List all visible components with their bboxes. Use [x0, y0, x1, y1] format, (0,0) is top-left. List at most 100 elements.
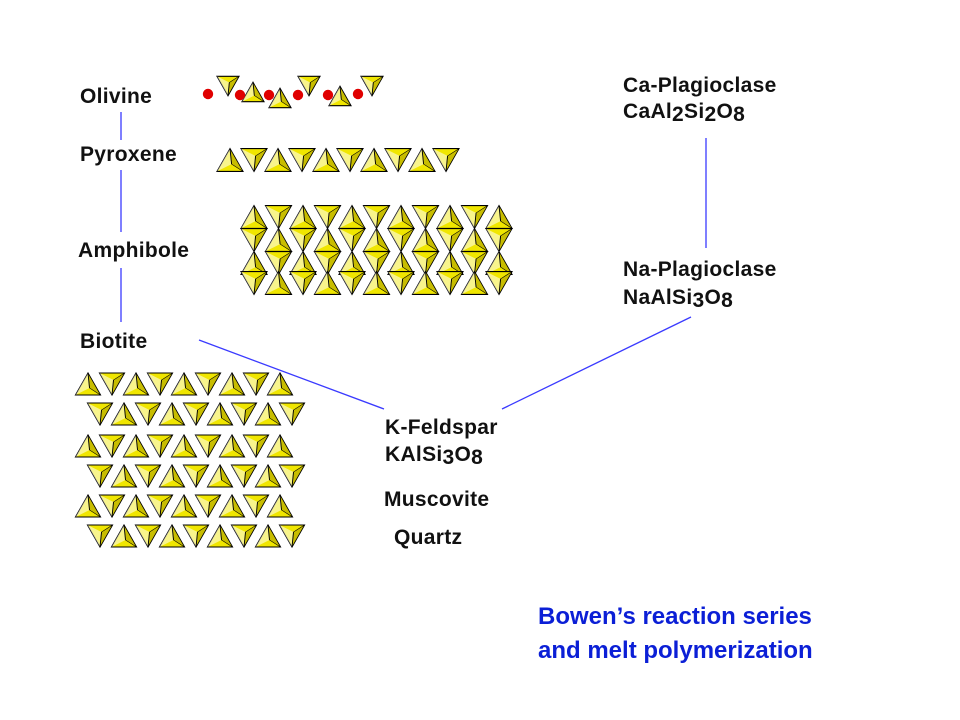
sio4-tetrahedron — [289, 271, 317, 296]
sio4-tetrahedron — [194, 434, 222, 459]
sio4-tetrahedron — [264, 227, 293, 252]
sio4-tetrahedron — [360, 75, 384, 97]
sio4-tetrahedron — [432, 148, 460, 173]
sio4-tetrahedron — [338, 204, 366, 229]
sio4-tetrahedron — [411, 270, 440, 295]
sio4-tetrahedron — [289, 228, 317, 253]
sio4-tetrahedron — [110, 463, 138, 488]
sio4-tetrahedron — [387, 204, 415, 229]
sio4-tetrahedron — [460, 270, 489, 295]
sio4-tetrahedron — [206, 523, 234, 548]
sio4-tetrahedron — [266, 371, 294, 396]
sio4-tetrahedron — [264, 251, 293, 276]
sio4-tetrahedron — [362, 251, 391, 276]
sio4-tetrahedron — [387, 250, 415, 275]
cation-circle — [292, 89, 304, 101]
sio4-tetrahedron — [411, 227, 440, 252]
sio4-tetrahedron — [242, 434, 270, 459]
sio4-tetrahedron — [254, 523, 282, 548]
sio4-tetrahedron — [122, 493, 150, 518]
sio4-tetrahedron — [110, 401, 138, 426]
sio4-tetrahedron — [278, 402, 306, 427]
sio4-tetrahedron — [387, 228, 415, 253]
sio4-tetrahedron — [436, 271, 464, 296]
sio4-tetrahedron — [408, 147, 436, 172]
sio4-tetrahedron — [460, 227, 489, 252]
sio4-tetrahedron — [74, 433, 102, 458]
sio4-tetrahedron — [158, 463, 186, 488]
sio4-tetrahedron — [240, 271, 268, 296]
sio4-tetrahedron — [241, 81, 265, 103]
sio4-tetrahedron — [362, 205, 391, 230]
connector-line-4 — [198, 339, 385, 410]
sio4-tetrahedron — [170, 371, 198, 396]
sio4-tetrahedron — [362, 270, 391, 295]
sio4-tetrahedron — [134, 524, 162, 549]
sio4-tetrahedron — [230, 402, 258, 427]
sio4-tetrahedron — [288, 148, 316, 173]
sio4-tetrahedron — [194, 372, 222, 397]
k-feldspar-formula: KAlSi3O8 — [385, 443, 484, 469]
biotite-sheet-silicate — [74, 371, 306, 549]
pyroxene-single-chain — [216, 147, 460, 173]
olivine-isolated-tetrahedra — [202, 75, 384, 109]
sio4-tetrahedron — [460, 251, 489, 276]
sio4-tetrahedron — [230, 464, 258, 489]
sio4-tetrahedron — [254, 401, 282, 426]
na-plagioclase-formula: NaAlSi3O8 — [623, 286, 734, 312]
sio4-tetrahedron — [387, 271, 415, 296]
sio4-tetrahedron — [158, 523, 186, 548]
sio4-tetrahedron — [278, 464, 306, 489]
sio4-tetrahedron — [240, 228, 268, 253]
sio4-tetrahedron — [206, 401, 234, 426]
sio4-tetrahedron — [216, 147, 244, 172]
sio4-tetrahedron — [411, 251, 440, 276]
sio4-tetrahedron — [264, 205, 293, 230]
ca-plagioclase-label: Ca-Plagioclase — [623, 74, 777, 97]
sio4-tetrahedron — [312, 147, 340, 172]
caption: Bowen’s reaction series and melt polymer… — [538, 600, 813, 668]
sio4-tetrahedron — [338, 250, 366, 275]
sio4-tetrahedron — [98, 494, 126, 519]
sio4-tetrahedron — [436, 204, 464, 229]
sio4-tetrahedron — [216, 75, 240, 97]
ca-plagioclase-formula: CaAl2Si2O8 — [623, 100, 746, 126]
cation-circle — [322, 89, 334, 101]
sio4-tetrahedron — [230, 524, 258, 549]
sio4-tetrahedron — [336, 148, 364, 173]
sio4-tetrahedron — [240, 148, 268, 173]
muscovite-label: Muscovite — [384, 488, 490, 511]
na-plagioclase-label: Na-Plagioclase — [623, 258, 777, 281]
sio4-tetrahedron — [297, 75, 321, 97]
sio4-tetrahedron — [194, 494, 222, 519]
sio4-tetrahedron — [158, 401, 186, 426]
cation-circle — [263, 89, 275, 101]
amphibole-label: Amphibole — [78, 239, 190, 262]
sio4-tetrahedron — [436, 228, 464, 253]
sio4-tetrahedron — [86, 464, 114, 489]
quartz-label: Quartz — [394, 526, 463, 549]
k-feldspar-label: K-Feldspar — [385, 416, 498, 439]
cation-circle — [234, 89, 246, 101]
sio4-tetrahedron — [218, 433, 246, 458]
sio4-tetrahedron — [485, 250, 513, 275]
sio4-tetrahedron — [313, 227, 342, 252]
pyroxene-label: Pyroxene — [80, 143, 177, 166]
sio4-tetrahedron — [436, 250, 464, 275]
connector-line-6 — [501, 316, 692, 410]
sio4-tetrahedron — [485, 204, 513, 229]
sio4-tetrahedron — [338, 228, 366, 253]
series-connectors — [120, 112, 707, 410]
sio4-tetrahedron — [146, 372, 174, 397]
sio4-tetrahedron — [86, 524, 114, 549]
sio4-tetrahedron — [110, 523, 138, 548]
sio4-tetrahedron — [411, 205, 440, 230]
sio4-tetrahedron — [313, 205, 342, 230]
sio4-tetrahedron — [146, 494, 174, 519]
sio4-tetrahedron — [240, 204, 268, 229]
sio4-tetrahedron — [98, 372, 126, 397]
sio4-tetrahedron — [170, 493, 198, 518]
sio4-tetrahedron — [182, 402, 210, 427]
sio4-tetrahedron — [460, 205, 489, 230]
amphibole-double-chain — [240, 204, 513, 296]
